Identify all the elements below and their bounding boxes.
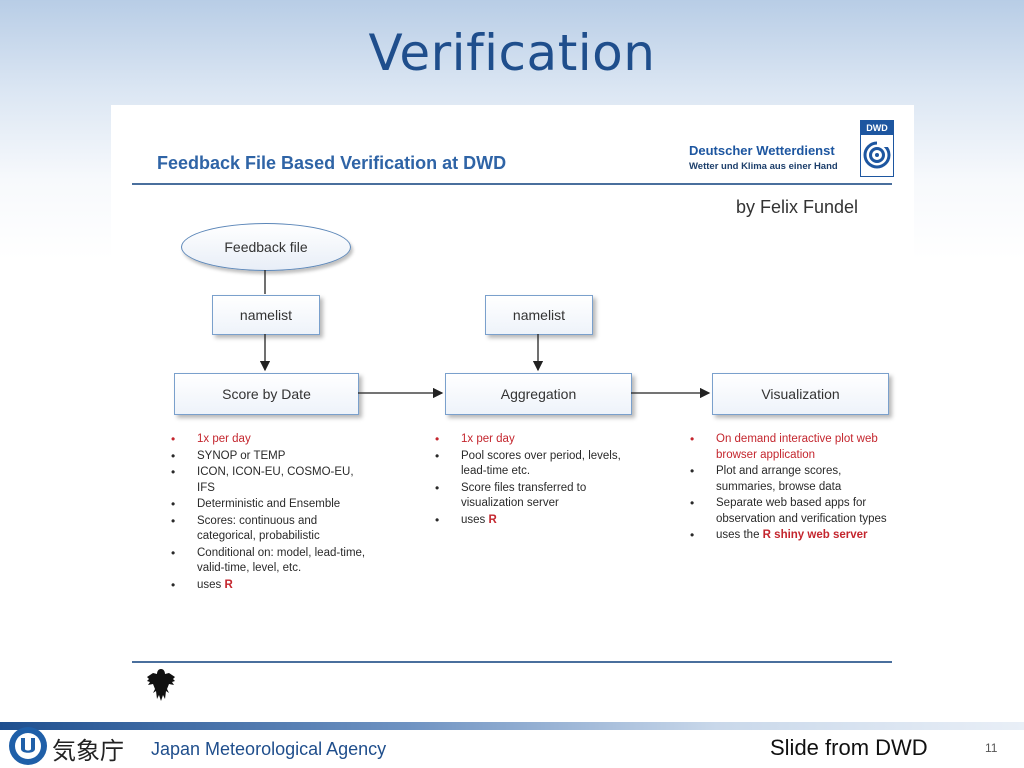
note-text: 1x per day (197, 433, 251, 445)
agency-name: Japan Meteorological Agency (151, 739, 387, 759)
note-item: SYNOP or TEMP (171, 449, 371, 465)
note-item: uses R (435, 513, 647, 529)
note-text: ICON, ICON-EU, COSMO-EU, IFS (197, 466, 354, 494)
note-item: Scores: continuous and categorical, prob… (171, 514, 371, 545)
note-text: uses (461, 513, 489, 526)
source-note: Slide from DWD (770, 735, 928, 760)
note-item: Score files transferred to visualization… (435, 481, 647, 512)
note-highlight: R (488, 513, 497, 526)
header-rule (132, 183, 892, 185)
dwd-logo-icon: DWD (860, 120, 894, 177)
dwd-brand-text: Deutscher Wetterdienst Wetter und Klima … (689, 143, 838, 172)
node-score-by-date: Score by Date (174, 373, 359, 415)
note-text: Scores: continuous and categorical, prob… (197, 514, 320, 543)
org-slogan: Wetter und Klima aus einer Hand (689, 161, 838, 172)
node-namelist-1: namelist (212, 295, 320, 335)
note-text: Score files transferred to visualization… (461, 481, 587, 510)
score-by-date-notes: 1x per daySYNOP or TEMP ICON, ICON-EU, CO… (171, 432, 371, 594)
note-text: uses the (716, 529, 763, 541)
note-item: Deterministic and Ensemble (171, 497, 371, 513)
node-visualization: Visualization (712, 373, 889, 415)
node-aggregation: Aggregation (445, 373, 632, 415)
note-item: uses R (171, 578, 371, 594)
panel-heading: Feedback File Based Verification at DWD (157, 153, 507, 173)
slide-title: Verification (368, 24, 656, 82)
note-item: 1x per day (435, 432, 647, 448)
author-line: by Felix Fundel (736, 197, 859, 217)
aggregation-notes: 1x per dayPool scores over period, level… (435, 432, 647, 529)
footer-rule (132, 661, 892, 663)
page-number: 11 (985, 741, 998, 755)
logo-label: DWD (861, 121, 893, 135)
note-text: SYNOP or TEMP (197, 449, 286, 462)
note-item: On demand interactive plot web browser a… (690, 432, 894, 463)
note-highlight: R (224, 578, 233, 591)
node-feedback-file: Feedback file (181, 223, 351, 271)
note-text: Separate web based apps for observation … (716, 497, 887, 525)
note-highlight: R shiny web server (762, 529, 868, 541)
federal-eagle-icon (147, 669, 175, 701)
note-item: Pool scores over period, levels, lead-ti… (435, 449, 647, 480)
footer-band (0, 722, 1024, 730)
note-item: Separate web based apps for observation … (690, 496, 894, 527)
note-text: Conditional on: model, lead-time, valid-… (197, 546, 366, 575)
note-text: Deterministic and Ensemble (197, 498, 341, 510)
note-text: 1x per day (461, 433, 515, 445)
note-text: Plot and arrange scores, summaries, brow… (716, 465, 842, 493)
note-item: Plot and arrange scores, summaries, brow… (690, 464, 894, 495)
jma-logo-icon (9, 727, 47, 765)
note-item: uses the R shiny web server (690, 528, 894, 544)
flow-arrows (259, 270, 711, 399)
swirl-icon (863, 141, 891, 169)
note-text: Pool scores over period, levels, lead-ti… (461, 449, 621, 478)
note-text: uses (197, 578, 225, 591)
note-text: On demand interactive plot web browser a… (716, 433, 878, 461)
org-name: Deutscher Wetterdienst (689, 143, 835, 158)
visualization-notes: On demand interactive plot web browser a… (690, 432, 894, 545)
note-item: 1x per day (171, 432, 371, 448)
note-item: ICON, ICON-EU, COSMO-EU, IFS (171, 465, 371, 496)
embedded-slide-panel: Feedback File Based Verification at DWD … (111, 105, 914, 716)
node-namelist-2: namelist (485, 295, 593, 335)
note-item: Conditional on: model, lead-time, valid-… (171, 546, 371, 577)
agency-kanji: 気象庁 (52, 737, 124, 765)
